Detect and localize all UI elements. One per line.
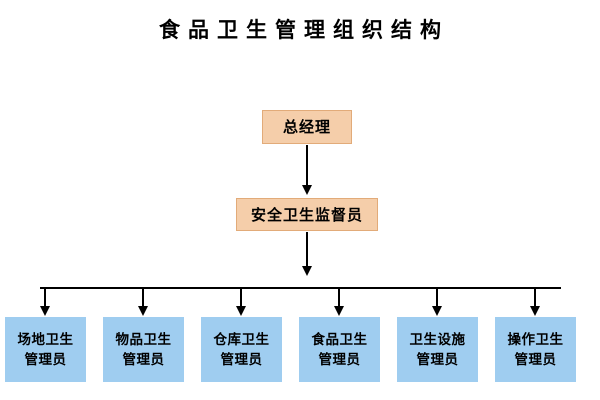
node-food-hygiene-manager[interactable]: 食品卫生 管理员 [299, 317, 380, 382]
connector-gm-to-supervisor-line [306, 145, 308, 187]
node-operation-hygiene-manager-label: 操作卫生 管理员 [508, 330, 564, 370]
connector-bus-to-staff-0-line [44, 287, 46, 308]
node-general-manager-label: 总经理 [282, 118, 331, 136]
node-staff-5-line2: 管理员 [514, 351, 557, 368]
connector-bus-to-staff-4-line [436, 287, 438, 308]
node-facility-hygiene-manager[interactable]: 卫生设施 管理员 [397, 317, 478, 382]
node-staff-1-line1: 物品卫生 [115, 331, 172, 348]
connector-staff-bus-line [40, 287, 561, 289]
node-goods-hygiene-manager-label: 物品卫生 管理员 [116, 330, 172, 370]
connector-supervisor-to-bus-arrow-icon [302, 266, 312, 276]
connector-bus-to-staff-1-arrow-icon [138, 306, 148, 316]
connector-bus-to-staff-5-line [534, 287, 536, 308]
page-title: 食品卫生管理组织结构 [159, 18, 449, 42]
node-warehouse-hygiene-manager[interactable]: 仓库卫生 管理员 [201, 317, 282, 382]
node-general-manager[interactable]: 总经理 [262, 110, 352, 144]
node-staff-2-line1: 仓库卫生 [213, 331, 270, 348]
node-staff-0-line1: 场地卫生 [17, 331, 74, 348]
node-goods-hygiene-manager[interactable]: 物品卫生 管理员 [103, 317, 184, 382]
connector-bus-to-staff-2-line [240, 287, 242, 308]
node-safety-supervisor[interactable]: 安全卫生监督员 [236, 198, 378, 231]
connector-gm-to-supervisor-arrow-icon [302, 185, 312, 195]
node-staff-2-line2: 管理员 [220, 351, 263, 368]
connector-bus-to-staff-5-arrow-icon [530, 306, 540, 316]
connector-bus-to-staff-1-line [142, 287, 144, 308]
node-operation-hygiene-manager[interactable]: 操作卫生 管理员 [495, 317, 576, 382]
node-site-hygiene-manager-label: 场地卫生 管理员 [18, 330, 74, 370]
connector-bus-to-staff-3-arrow-icon [334, 306, 344, 316]
connector-bus-to-staff-3-line [338, 287, 340, 308]
node-staff-4-line2: 管理员 [416, 351, 459, 368]
connector-bus-to-staff-0-arrow-icon [40, 306, 50, 316]
node-staff-4-line1: 卫生设施 [409, 331, 466, 348]
node-safety-supervisor-label: 安全卫生监督员 [250, 205, 363, 224]
node-staff-1-line2: 管理员 [122, 351, 165, 368]
node-staff-3-line2: 管理员 [318, 351, 361, 368]
node-staff-0-line2: 管理员 [24, 351, 67, 368]
node-food-hygiene-manager-label: 食品卫生 管理员 [312, 330, 368, 370]
connector-bus-to-staff-4-arrow-icon [432, 306, 442, 316]
node-staff-5-line1: 操作卫生 [507, 331, 564, 348]
connector-bus-to-staff-2-arrow-icon [236, 306, 246, 316]
node-warehouse-hygiene-manager-label: 仓库卫生 管理员 [214, 330, 270, 370]
node-staff-3-line1: 食品卫生 [311, 331, 368, 348]
connector-supervisor-to-bus-line [306, 232, 308, 268]
node-site-hygiene-manager[interactable]: 场地卫生 管理员 [5, 317, 86, 382]
node-facility-hygiene-manager-label: 卫生设施 管理员 [410, 330, 466, 370]
